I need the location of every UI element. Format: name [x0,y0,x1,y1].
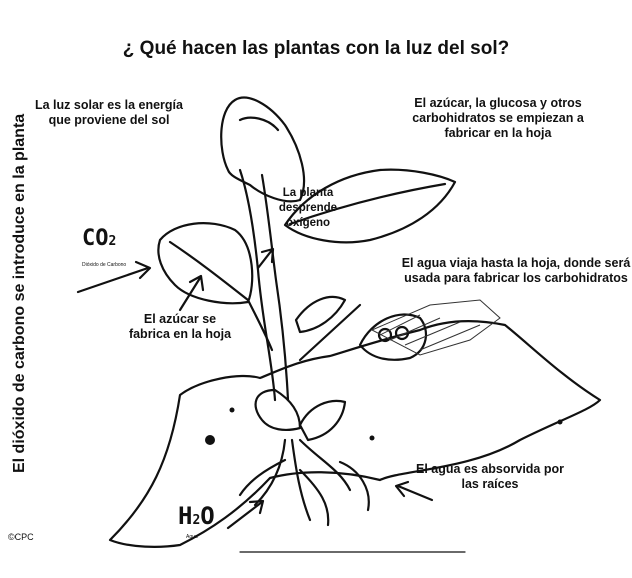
leaf-upper-right [283,168,457,244]
hatched-area [370,299,501,356]
label-water-absorbed: El agua es absorvida por las raíces [416,462,564,491]
plant-bud [220,96,306,203]
h2o-o: O [200,502,215,530]
h2o-subscript: 2 [192,513,201,528]
h2o-h: H [178,502,193,530]
water-leaf-pointer [298,303,362,362]
h2o-caption: Agua [186,534,198,540]
label-sunlight: La luz solar es la energía que proviene … [35,98,183,127]
h2o-formula: H2O [178,502,215,530]
leaf-small [294,295,347,334]
co2-letters: CO [82,226,109,251]
plant-stem [238,168,277,402]
label-sugar-leaf: El azúcar se fabrica en la hoja [128,312,232,341]
roots [253,438,287,507]
label-sugar-top: El azúcar, la glucosa y otros carbohidra… [412,96,584,140]
copyright-mark: ©CPC [8,532,34,542]
water-arrow-right [394,480,434,502]
ground-mound [108,320,602,548]
water-arrow-left [226,499,265,530]
oxygen-arrow [256,247,275,270]
label-oxygen: La planta desprende oxígeno [278,187,338,229]
co2-arrow [76,260,152,294]
leaf-left [157,222,254,305]
label-water-travel: El agua viaja hasta la hoja, donde será … [401,256,631,285]
diagram-title: ¿ Qué hacen las plantas con la luz del s… [122,38,510,59]
co2-subscript: 2 [108,234,117,249]
sugar-arrow [178,274,205,312]
co2-formula: CO2 [82,226,116,251]
label-co2-enters: El dióxido de carbono se introduce en la… [11,113,28,473]
co2-caption: Dióxido de Carbono [82,262,127,268]
